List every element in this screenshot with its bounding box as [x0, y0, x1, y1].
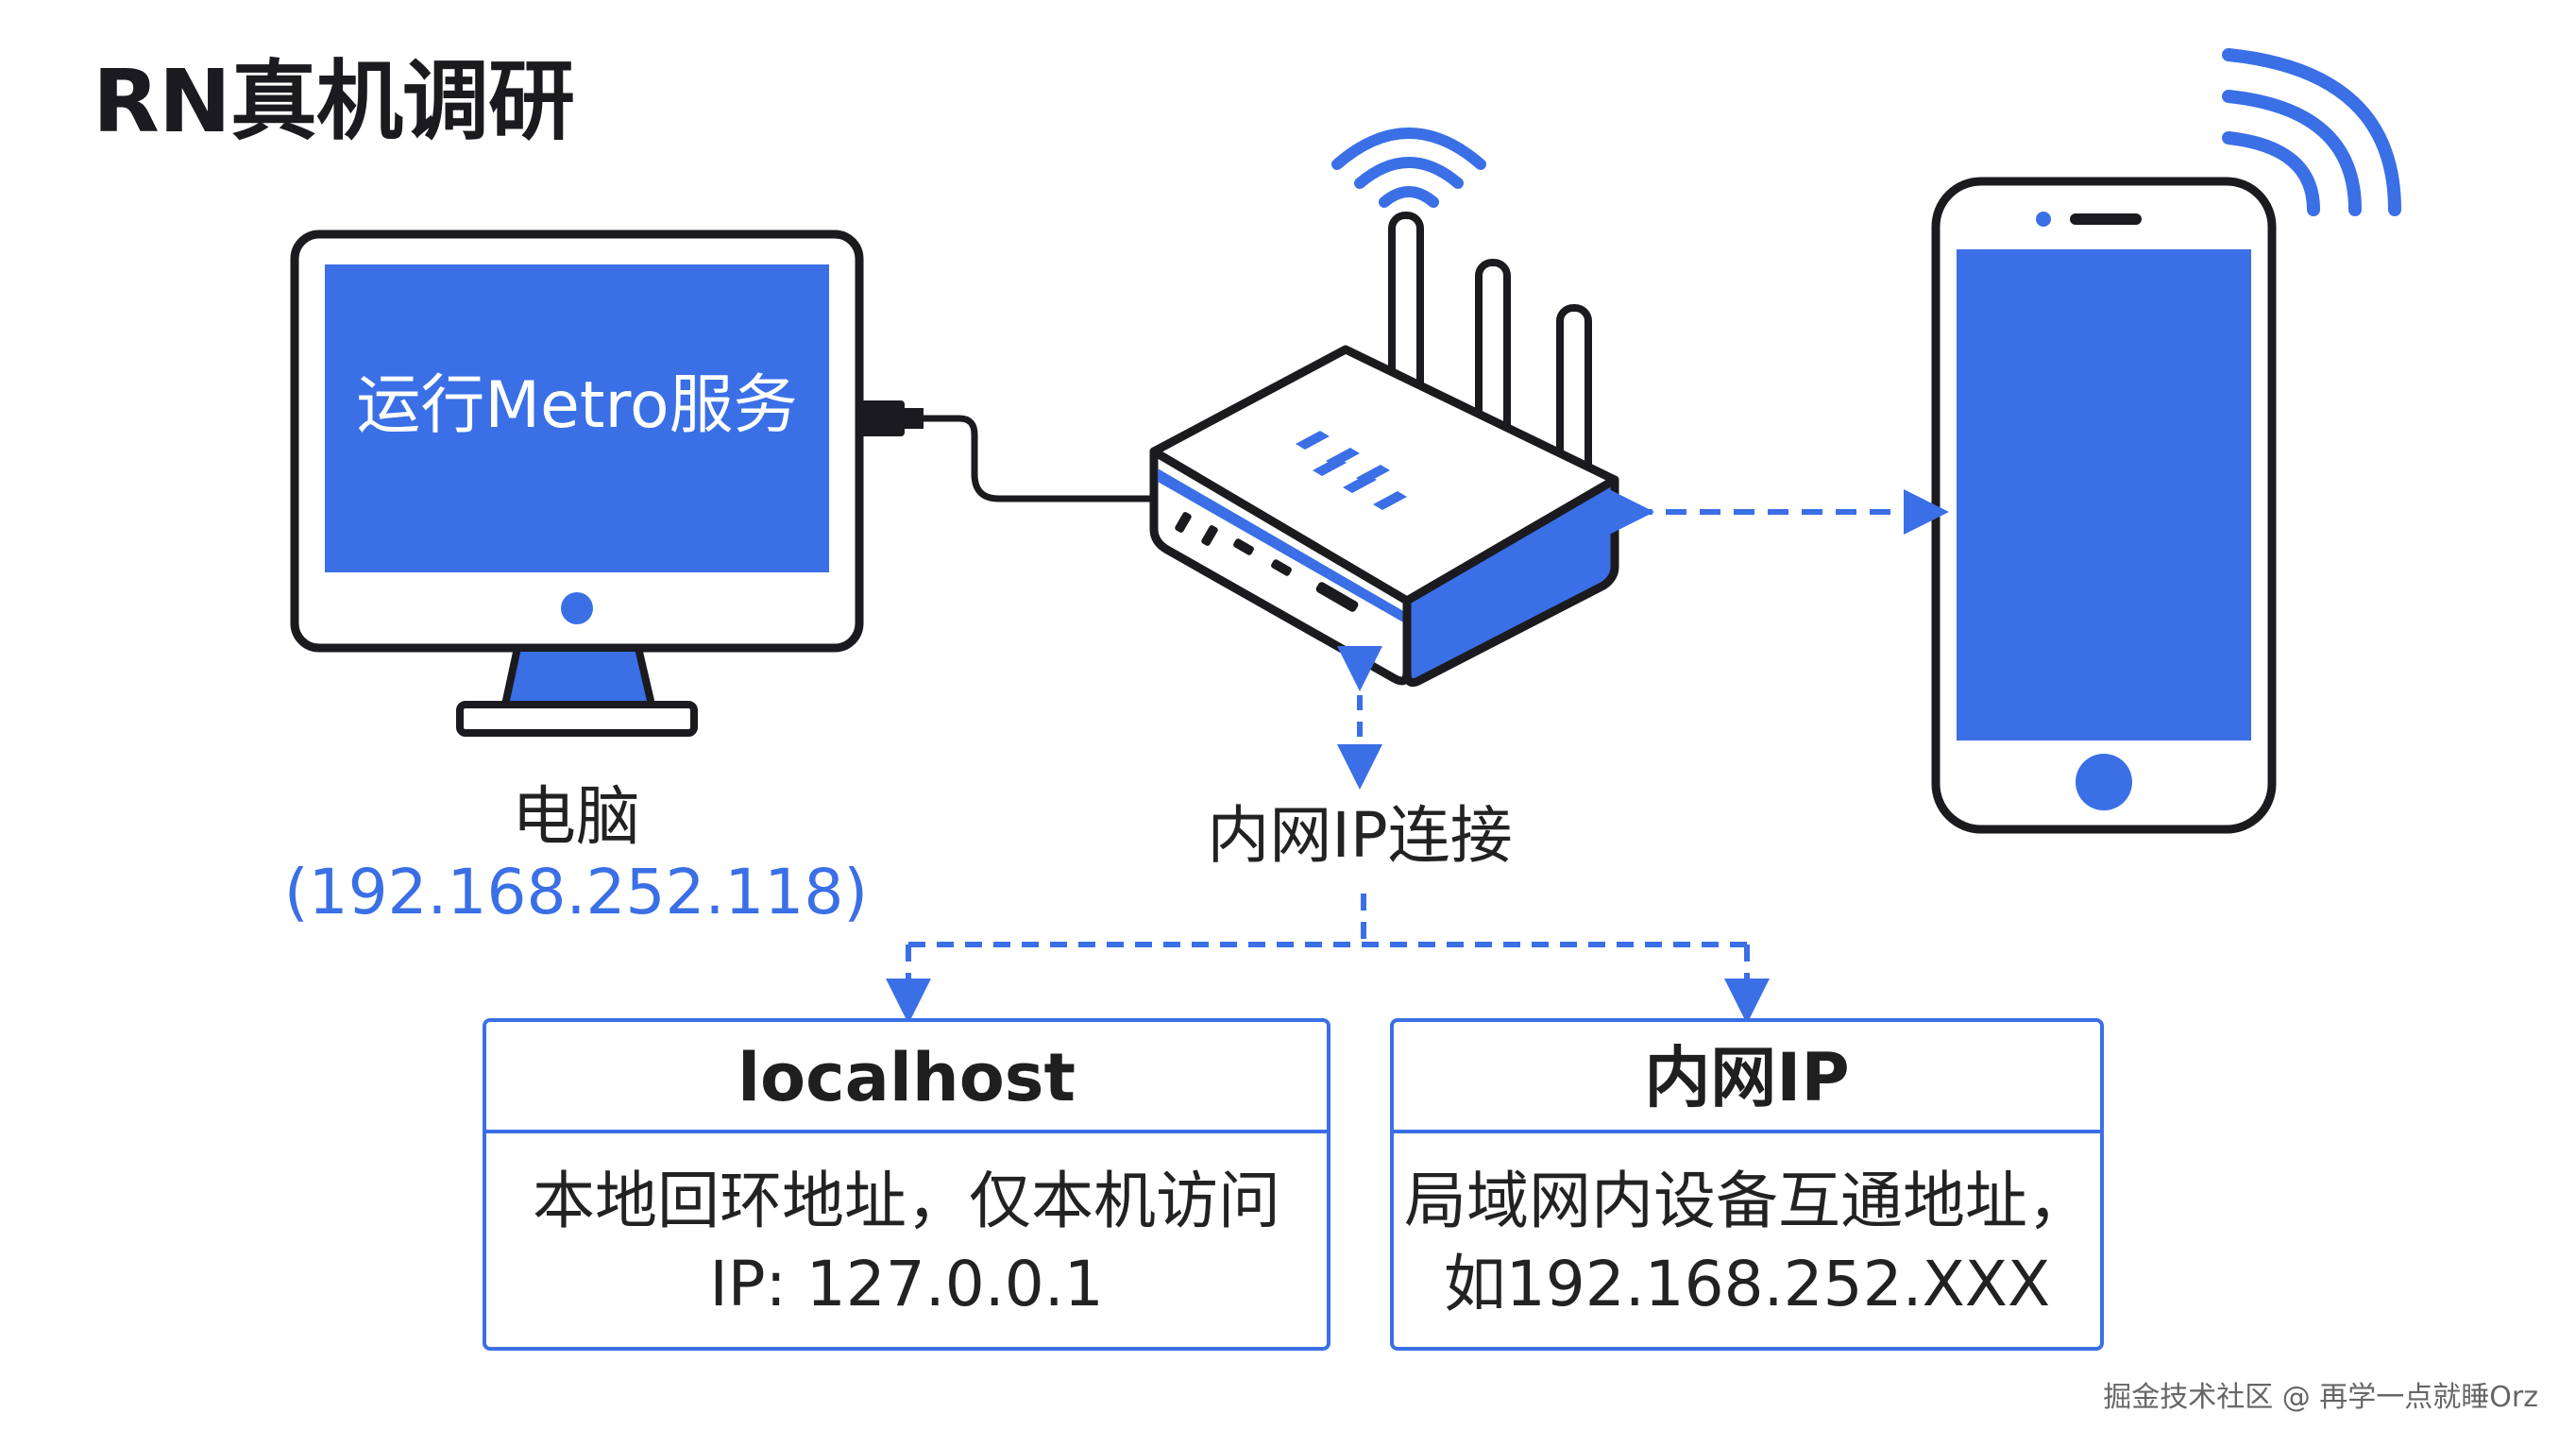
card-lan-line2: 如192.168.252.XXX: [1443, 1248, 2051, 1320]
branch-connector: [886, 894, 1770, 1024]
card-localhost-title: localhost: [737, 1039, 1076, 1116]
card-localhost-line2: IP: 127.0.0.1: [709, 1248, 1104, 1320]
page-title: RN真机调研: [93, 51, 575, 152]
watermark: 掘金技术社区 @ 再学一点就睡Orz: [2103, 1381, 2538, 1414]
card-lan-body: 局域网内设备互通地址， 如192.168.252.XXX: [1392, 1160, 2102, 1326]
wifi-icon: [1331, 128, 1486, 208]
router-icon: [1149, 212, 1619, 688]
cable-icon: [859, 400, 1158, 502]
computer-label: 电脑: [511, 780, 640, 855]
card-localhost-frame: [483, 1018, 1330, 1351]
card-lan-frame: [1390, 1018, 2104, 1351]
connection-label: 内网IP连接: [1207, 799, 1513, 872]
phone-icon: [1931, 177, 2277, 834]
card-lan-title: 内网IP: [1644, 1039, 1850, 1116]
phone-wifi-icon: [2222, 48, 2401, 216]
computer-ip: (192.168.252.118): [283, 856, 869, 928]
card-lan-line1: 局域网内设备互通地址，: [1404, 1165, 2090, 1237]
card-localhost-body: 本地回环地址，仅本机访问 IP: 127.0.0.1: [484, 1160, 1329, 1326]
card-localhost-line1: 本地回环地址，仅本机访问: [533, 1165, 1280, 1237]
computer-icon: [290, 230, 864, 737]
monitor-screen-text: 运行Metro服务: [356, 368, 798, 443]
